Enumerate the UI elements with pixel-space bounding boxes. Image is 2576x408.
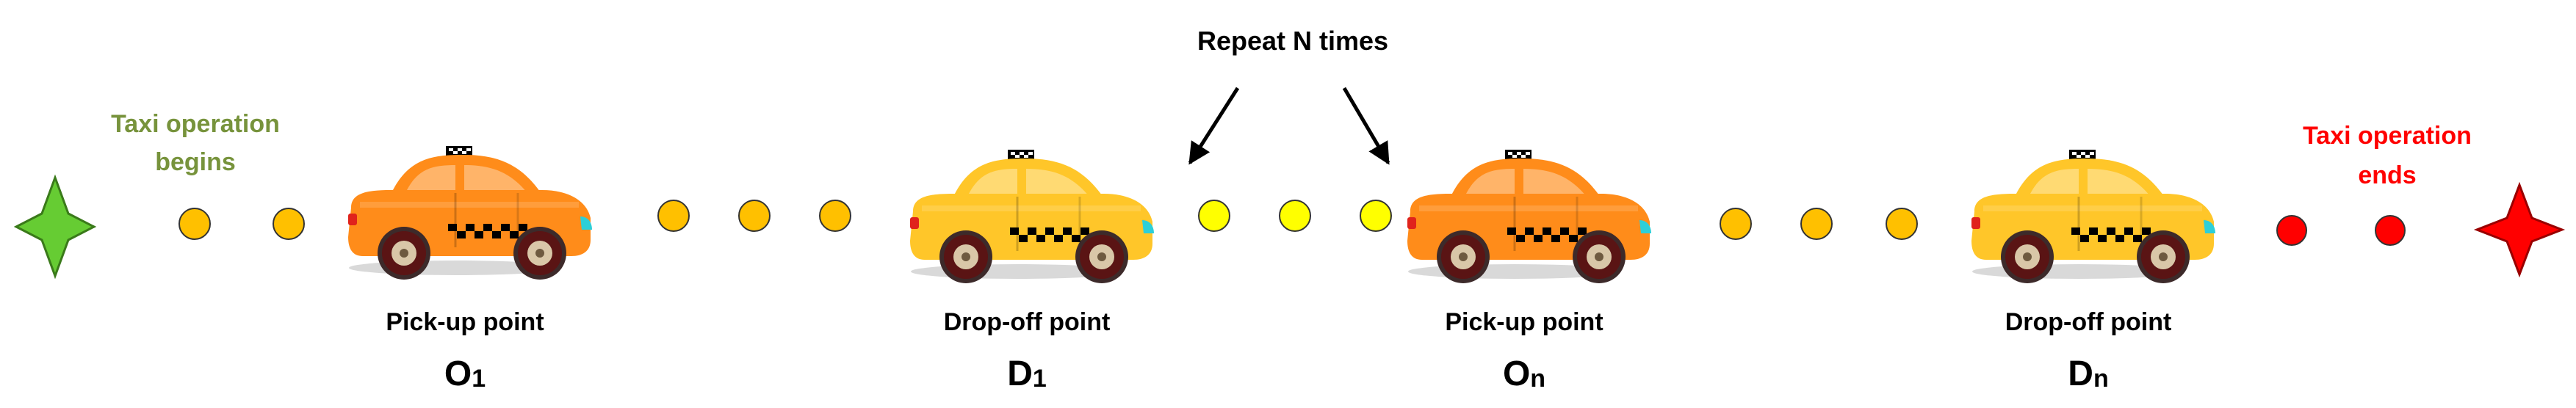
start-star-icon [13, 174, 97, 280]
orange-taxi-icon [347, 145, 594, 281]
yellow-taxi-icon [1970, 148, 2217, 285]
path-dot [1279, 200, 1311, 232]
end-label-line1: Taxi operation [2303, 122, 2472, 150]
path-dot [1886, 208, 1918, 240]
stop-caption: Pick-up point [386, 308, 544, 336]
orange-taxi-icon [1406, 148, 1653, 285]
stop-symbol: Dn [2068, 354, 2108, 393]
path-dot [657, 200, 690, 232]
start-label-line2: begins [155, 148, 236, 176]
stop-symbol: O1 [444, 354, 486, 393]
stop-caption: Pick-up point [1445, 308, 1603, 336]
path-dot [2375, 215, 2406, 246]
stop-caption: Drop-off point [944, 308, 1111, 336]
path-dot [1198, 200, 1230, 232]
repeat-arrow-right [1342, 87, 1390, 165]
end-star-icon [2473, 181, 2566, 278]
path-dot [819, 200, 851, 232]
stop-symbol: On [1503, 354, 1545, 393]
end-label-line2: ends [2358, 161, 2416, 189]
repeat-label: Repeat N times [1197, 26, 1388, 56]
path-dot [1720, 208, 1752, 240]
path-dot [2276, 215, 2307, 246]
path-dot [273, 208, 305, 240]
yellow-taxi-icon [909, 148, 1155, 285]
stop-symbol: D1 [1007, 354, 1047, 393]
path-dot [1800, 208, 1833, 240]
start-label-line1: Taxi operation [111, 110, 280, 138]
path-dot [178, 208, 211, 240]
stop-caption: Drop-off point [2005, 308, 2172, 336]
path-dot [1360, 200, 1392, 232]
path-dot [738, 200, 771, 232]
repeat-arrow-left [1188, 87, 1240, 165]
